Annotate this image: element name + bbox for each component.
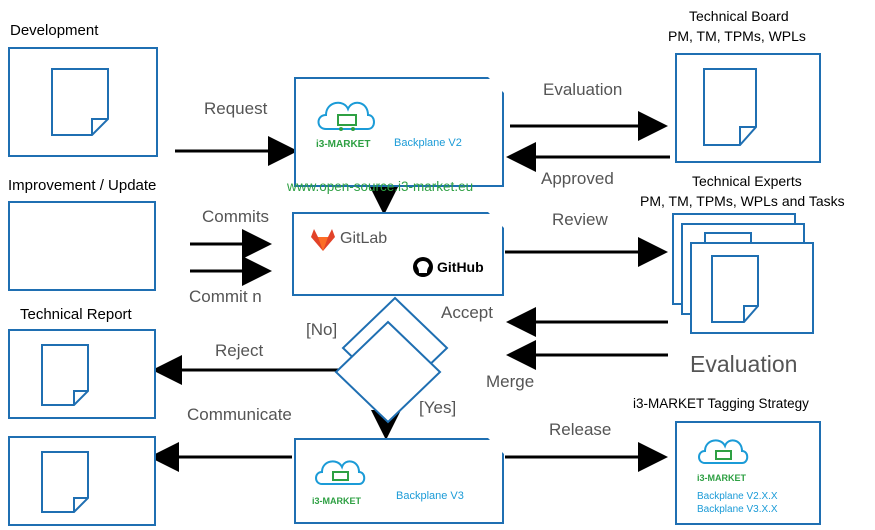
github-label: GitHub — [437, 259, 484, 275]
decision-diamond-front — [334, 320, 442, 424]
i3-market-logo-text: i3-MARKET — [316, 139, 371, 150]
label-technical-experts-1: Technical Experts — [692, 173, 802, 189]
label-tagging-strategy: i3-MARKET Tagging Strategy — [633, 396, 809, 411]
repository-box: GitLab GitHub — [292, 212, 504, 296]
label-yes: [Yes] — [419, 398, 457, 417]
document-icon — [41, 451, 89, 513]
label-no: [No] — [306, 320, 338, 339]
label-development: Development — [10, 22, 99, 39]
improvement-box — [8, 201, 156, 291]
label-request: Request — [204, 99, 268, 118]
label-technical-experts-2: PM, TM, TPMs, WPLs and Tasks — [640, 193, 845, 209]
document-icon — [711, 255, 759, 323]
label-evaluation-top: Evaluation — [543, 80, 623, 99]
backplane-v2xx-label: Backplane V2.X.X — [697, 491, 778, 502]
i3-market-cloud-icon — [698, 439, 749, 464]
backplane-v3xx-label: Backplane V3.X.X — [697, 504, 778, 515]
document-icon — [41, 344, 89, 406]
label-commit-n: Commit n — [189, 287, 262, 306]
gitlab-icon — [310, 228, 336, 252]
tagging-box: i3-MARKET Backplane V2.X.X Backplane V3.… — [675, 421, 821, 525]
i3-market-cloud-icon — [314, 452, 366, 496]
label-commits: Commits — [202, 207, 270, 226]
document-icon — [51, 68, 109, 136]
github-icon — [412, 256, 434, 278]
label-reject: Reject — [215, 341, 264, 360]
gitlab-label: GitLab — [340, 230, 388, 247]
i3-market-logo-text: i3-MARKET — [697, 473, 746, 483]
label-communicate: Communicate — [187, 405, 292, 424]
experts-box-front — [690, 242, 814, 334]
i3-market-cloud-icon — [316, 91, 376, 141]
backplane-v2-box: i3-MARKET Backplane V2 — [294, 77, 504, 187]
technical-report-box — [8, 329, 156, 419]
label-technical-board-2: PM, TM, TPMs, WPLs — [668, 28, 806, 44]
backplane-v3-label: Backplane V3 — [396, 490, 464, 502]
label-review: Review — [552, 210, 608, 229]
communicate-target-box — [8, 436, 156, 526]
label-technical-report: Technical Report — [20, 306, 132, 323]
document-icon — [703, 68, 757, 146]
label-approved: Approved — [541, 169, 614, 188]
i3-market-logo-text: i3-MARKET — [312, 496, 361, 506]
technical-board-box — [675, 53, 821, 163]
backplane-v2-label: Backplane V2 — [394, 137, 462, 149]
label-url: www.open-source.i3-market.eu — [287, 179, 474, 194]
backplane-v3-box: i3-MARKET Backplane V3 — [294, 438, 504, 524]
label-release: Release — [549, 420, 612, 439]
label-accept: Accept — [441, 303, 493, 322]
development-box — [8, 47, 158, 157]
label-merge: Merge — [486, 372, 535, 391]
label-evaluation-big: Evaluation — [690, 351, 798, 377]
label-improvement: Improvement / Update — [8, 177, 157, 194]
label-technical-board-1: Technical Board — [689, 8, 789, 24]
